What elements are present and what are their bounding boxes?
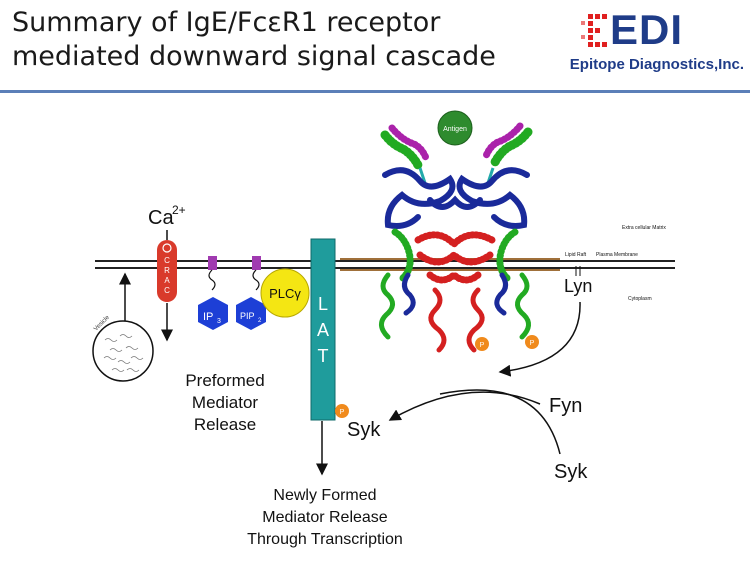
newly-formed-line-1: Newly Formed — [273, 487, 376, 504]
ige-fab-domains — [382, 167, 530, 229]
plasma-membrane-label: Plasma Membrane — [596, 252, 638, 258]
newly-formed-line-3: Through Transcription — [247, 531, 403, 548]
ige-fc-region — [414, 231, 496, 284]
ige-fcer1-complex: Antigen P — [379, 110, 539, 353]
lyn-anchor-icon — [575, 266, 581, 276]
logo-dot-grid-icon — [581, 14, 607, 47]
logo-letters: EDI — [610, 6, 684, 53]
title-divider — [0, 90, 750, 93]
receptor-phospho-right: P — [525, 335, 539, 349]
ip3-label: IP — [203, 311, 213, 323]
lyn-arrow — [498, 301, 581, 377]
syk-label-near-lat: Syk — [347, 419, 381, 441]
logo-company-name: Epitope Diagnostics,Inc. — [569, 56, 744, 73]
plc-gamma: PLCγ — [260, 268, 310, 318]
lat-letter-l: L — [318, 294, 328, 314]
slide-title: Summary of IgE/FcεR1 receptor mediated d… — [12, 6, 572, 74]
pip2-molecule — [236, 297, 266, 330]
pip2-subscript: 2 — [258, 318, 262, 324]
lat-protein: L A T — [310, 238, 336, 421]
ip3-pip2-group: IP 3 PIP 2 — [198, 256, 266, 330]
preformed-line-2: Mediator — [192, 393, 258, 412]
crac-letter-a: A — [164, 276, 170, 285]
pip2-label: PIP — [240, 311, 255, 321]
crac-letter-r: R — [164, 266, 170, 275]
title-line-1: Summary of IgE/FcεR1 receptor — [12, 7, 441, 38]
lyn-label: Lyn — [564, 276, 592, 296]
ip3-molecule — [198, 297, 228, 330]
company-logo: EDI Epitope Diagnostics,Inc. — [548, 6, 744, 80]
antigen-label: Antigen — [443, 126, 467, 133]
plc-gamma-label: PLCγ — [269, 286, 301, 301]
crac-letter-c2: C — [164, 286, 170, 295]
plasma-membrane — [95, 258, 675, 271]
newly-formed-line-2: Mediator Release — [262, 509, 388, 526]
vesicle: Vesicle — [92, 314, 154, 382]
calcium-label: Ca — [148, 207, 174, 229]
preformed-line-3: Release — [194, 415, 256, 434]
receptor-cytoplasmic-tails — [379, 272, 531, 353]
ip3-subscript: 3 — [217, 318, 221, 325]
fcer1-alpha-chains — [391, 228, 519, 282]
lat-letter-a: A — [317, 320, 329, 340]
phospho-label-syk: P — [340, 409, 345, 416]
cytoplasm-label: Cytoplasm — [628, 296, 652, 302]
crac-channel: C R A C — [157, 240, 177, 302]
lat-letter-t: T — [318, 346, 329, 366]
phospho-label-right: P — [530, 340, 535, 347]
syk-lower-arrow — [439, 389, 561, 455]
calcium-charge-label: 2+ — [172, 203, 186, 217]
preformed-line-1: Preformed — [185, 371, 264, 390]
crac-letter-c1: C — [164, 256, 170, 265]
title-line-2: mediated downward signal cascade — [12, 41, 496, 72]
lipid-raft-label: Lipid Raft — [565, 252, 587, 258]
receptor-phospho-left: P — [475, 337, 489, 351]
phospho-label-left: P — [480, 342, 485, 349]
syk-label-lower: Syk — [554, 461, 588, 483]
fyn-label: Fyn — [549, 395, 582, 417]
syk-phospho-near-lat: P — [335, 404, 349, 418]
extracellular-matrix-label: Extra cellular Matrix — [622, 225, 666, 231]
antigen: Antigen — [437, 110, 473, 146]
fyn-arrow — [388, 391, 541, 421]
